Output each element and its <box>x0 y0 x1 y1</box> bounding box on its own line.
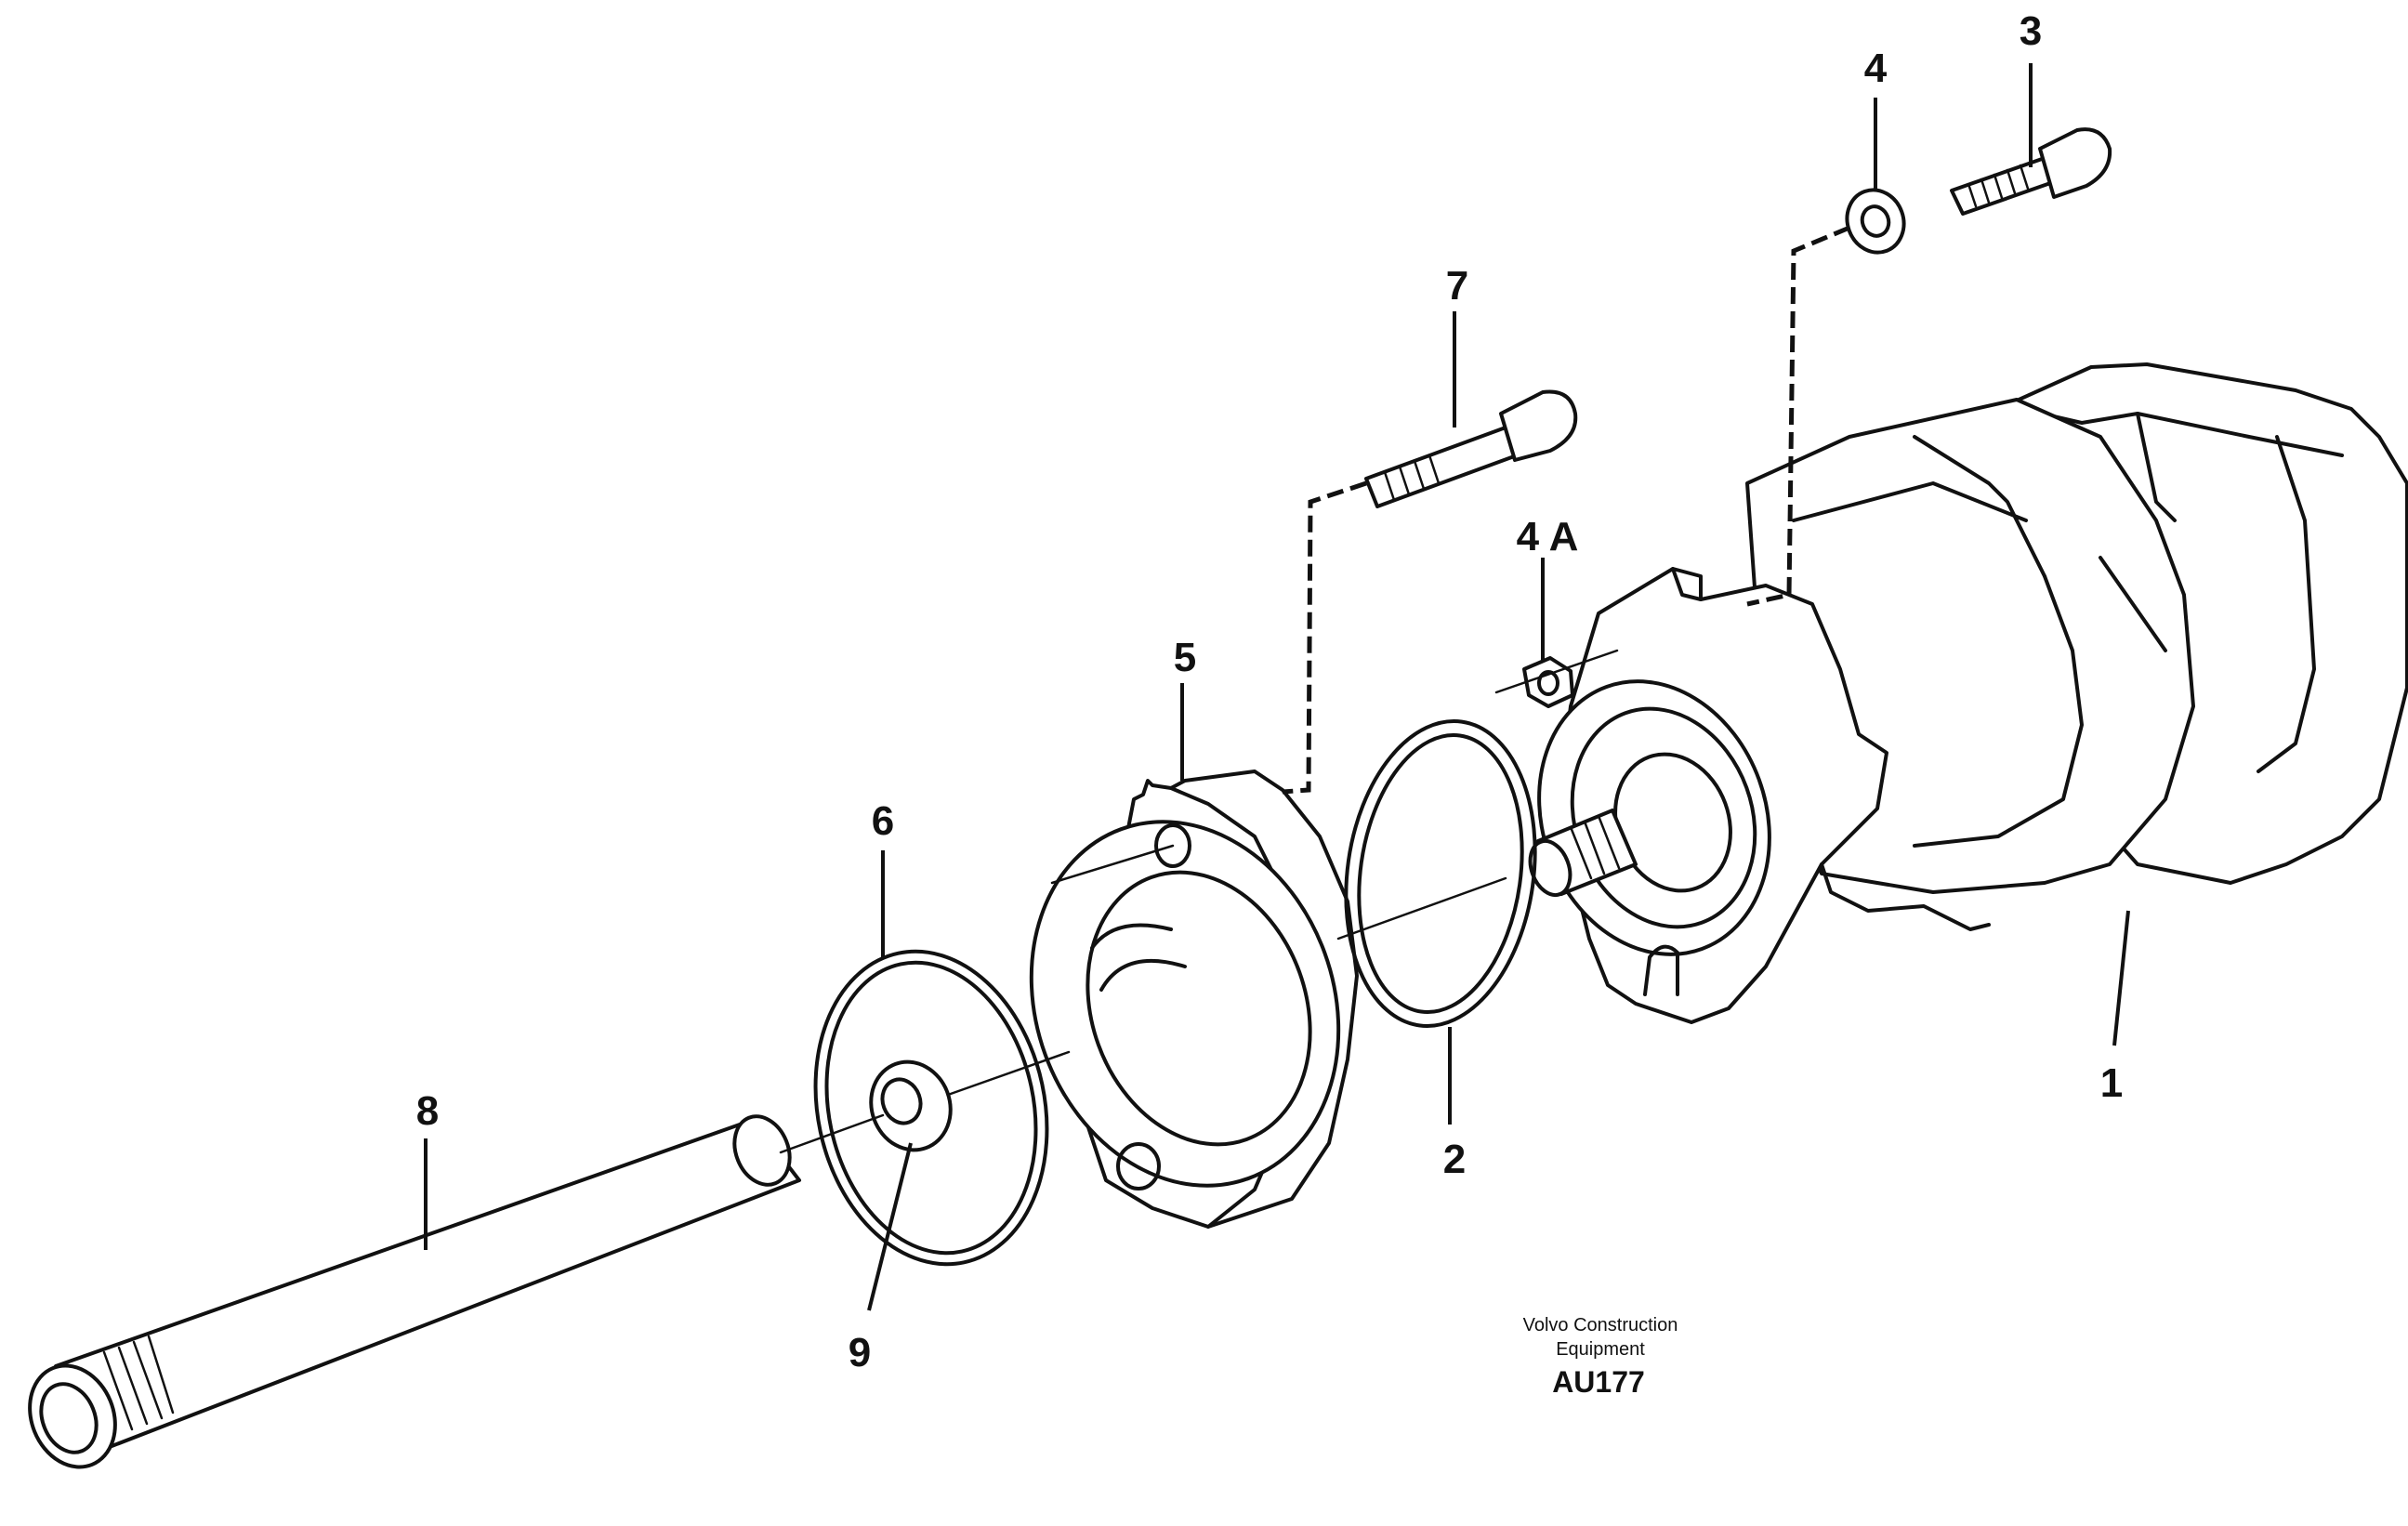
callout-3: 3 <box>2020 8 2042 54</box>
assembly-axis-line <box>779 649 1619 1154</box>
callout-2: 2 <box>1443 1137 1466 1182</box>
washer-part-4 <box>1845 188 1906 255</box>
caption-division: Equipment <box>1556 1339 1645 1360</box>
shaft-part-8 <box>28 1114 801 1469</box>
caption-company: Volvo Construction <box>1523 1315 1678 1335</box>
bolt-assembly-dashes <box>1282 225 1850 795</box>
callout-1: 1 <box>2100 1060 2123 1106</box>
o-ring-part-2 <box>1344 719 1537 1028</box>
callout-8: 8 <box>416 1088 439 1134</box>
callout-4a: 4 A <box>1517 514 1579 559</box>
flange-part-5 <box>1029 770 1359 1229</box>
callout-4: 4 <box>1864 46 1888 91</box>
seal-ring-part-6 <box>813 949 1049 1267</box>
caption-block: Volvo Construction Equipment AU177 <box>1523 1315 1678 1399</box>
bushing-part-9 <box>869 1059 953 1152</box>
bolt-part-7 <box>1364 389 1578 508</box>
caption-figure-code: AU177 <box>1552 1365 1645 1399</box>
callout-6: 6 <box>872 798 894 844</box>
bolt-part-3 <box>1950 127 2112 216</box>
pump-body-part-1 <box>1528 362 2408 1024</box>
callout-labels: 1 2 3 4 4 A 5 6 7 8 9 <box>416 8 2123 1375</box>
callout-7: 7 <box>1446 263 1468 309</box>
callout-9: 9 <box>849 1330 871 1375</box>
callout-5: 5 <box>1174 635 1196 680</box>
callout-leaders <box>424 63 2130 1311</box>
nut-part-4a <box>1522 656 1574 708</box>
